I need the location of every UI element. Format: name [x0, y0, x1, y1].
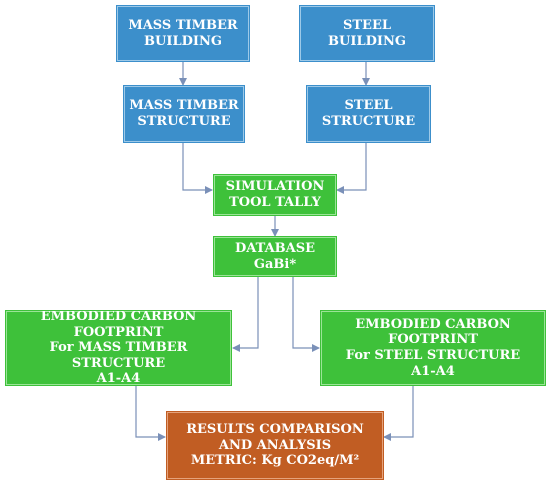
arrow-mt-structure-to-simulation	[182, 142, 213, 194]
box-line: BUILDING	[328, 33, 406, 49]
box-line: RESULTS COMPARISON	[186, 422, 364, 438]
mass-timber-building-box: MASS TIMBER BUILDING	[116, 5, 250, 62]
arrow-ecf-mt-to-results	[135, 385, 166, 441]
embodied-carbon-mass-timber-box: EMBODIED CARBON FOOTPRINT For MASS TIMBE…	[5, 309, 232, 387]
arrow-database-to-ecf-steel	[292, 276, 320, 352]
arrow-steel-structure-to-simulation	[336, 142, 367, 194]
arrow-database-to-ecf-mt	[232, 276, 259, 352]
box-line: SIMULATION	[225, 179, 325, 195]
mass-timber-structure-box: MASS TIMBER STRUCTURE	[123, 85, 245, 143]
box-line: EMBODIED CARBON	[355, 316, 511, 332]
box-line: STEEL	[342, 17, 392, 33]
box-line: DATABASE	[234, 240, 316, 256]
box-line: For MASS TIMBER STRUCTURE	[49, 340, 188, 371]
box-line: STRUCTURE	[137, 114, 231, 129]
arrow-ecf-steel-to-results	[383, 385, 414, 441]
steel-structure-box: STEEL STRUCTURE	[306, 85, 431, 143]
box-line: STRUCTURE	[321, 114, 416, 129]
box-line: MASS TIMBER	[128, 17, 238, 33]
box-line: A1-A4	[96, 371, 141, 387]
box-line: AND ANALYSIS	[218, 437, 332, 453]
results-comparison-box: RESULTS COMPARISON AND ANALYSIS METRIC: …	[166, 411, 384, 480]
box-line: STEEL	[344, 98, 393, 114]
box-line: EMBODIED CARBON	[40, 309, 197, 325]
box-line: A1-A4	[411, 363, 455, 379]
box-line: For STEEL STRUCTURE	[345, 348, 521, 363]
box-line: TOOL TALLY	[229, 195, 321, 210]
embodied-carbon-steel-box: EMBODIED CARBON FOOTPRINT For STEEL STRU…	[320, 310, 546, 386]
box-line: MASS TIMBER	[129, 98, 239, 114]
box-line: BUILDING	[144, 33, 222, 49]
database-box: DATABASE GaBi*	[213, 236, 337, 277]
simulation-tool-box: SIMULATION TOOL TALLY	[213, 174, 337, 216]
faint-background-text	[48, 40, 128, 100]
box-line: METRIC: Kg CO2eq/M²	[190, 453, 360, 469]
steel-building-box: STEEL BUILDING	[299, 5, 435, 62]
box-line: GaBi*	[253, 256, 297, 272]
box-line: FOOTPRINT	[388, 332, 478, 348]
box-line: FOOTPRINT	[73, 324, 164, 340]
